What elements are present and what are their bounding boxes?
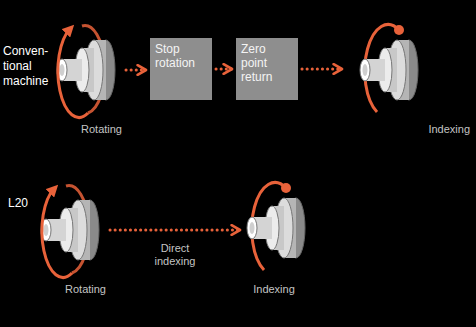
spindle-state: Indexing bbox=[244, 170, 304, 296]
edge-label: Direct indexing bbox=[145, 242, 205, 268]
dotted-arrow bbox=[110, 229, 240, 232]
dotted-arrow bbox=[302, 68, 342, 71]
spindle-indexing bbox=[247, 182, 305, 270]
spindle-rotating bbox=[57, 26, 115, 118]
state-label: Indexing bbox=[346, 123, 470, 136]
spindle-indexing bbox=[360, 24, 418, 112]
spindle-state: Rotating bbox=[30, 182, 106, 296]
state-label: Indexing bbox=[244, 283, 304, 296]
dotted-arrow bbox=[216, 68, 232, 71]
step-text: Zero point return bbox=[241, 42, 293, 84]
spindle-state: Indexing bbox=[346, 14, 470, 136]
process-box: Stop rotation bbox=[150, 38, 212, 100]
state-label: Rotating bbox=[30, 283, 106, 296]
state-label: Rotating bbox=[50, 123, 122, 136]
process-box: Zero point return bbox=[236, 38, 298, 100]
step-text: Stop rotation bbox=[155, 42, 207, 70]
dotted-arrow bbox=[126, 69, 146, 72]
machine-label: L20 bbox=[8, 196, 48, 211]
spindle-state: Rotating bbox=[50, 22, 122, 136]
spindle-rotating bbox=[41, 186, 99, 278]
machine-label: Conven- tional machine bbox=[3, 44, 53, 89]
